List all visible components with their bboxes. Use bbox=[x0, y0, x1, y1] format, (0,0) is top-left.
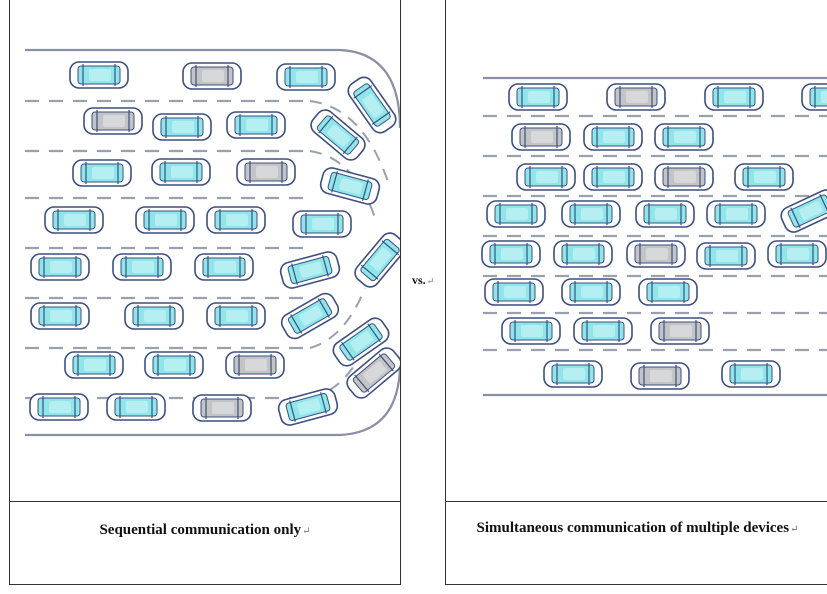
car-cyan-icon bbox=[106, 393, 166, 421]
car-cyan-icon bbox=[206, 302, 266, 330]
car-cyan-icon bbox=[501, 317, 561, 345]
car-cyan-icon bbox=[780, 189, 827, 233]
car-gray-icon bbox=[182, 62, 242, 90]
car-cyan-icon bbox=[112, 253, 172, 281]
car-cyan-icon bbox=[696, 242, 756, 270]
car-cyan-icon bbox=[30, 253, 90, 281]
car-cyan-icon bbox=[767, 240, 827, 268]
car-cyan-icon bbox=[801, 83, 827, 111]
car-gray-icon bbox=[225, 351, 285, 379]
car-gray-icon bbox=[606, 83, 666, 111]
car-cyan-icon bbox=[69, 61, 129, 89]
car-cyan-icon bbox=[292, 210, 352, 238]
car-gray-icon bbox=[192, 394, 252, 422]
car-gray-icon bbox=[346, 347, 400, 399]
car-cyan-icon bbox=[486, 200, 546, 228]
car-cyan-icon bbox=[516, 163, 576, 191]
caption-simultaneous: Simultaneous communication of multiple d… bbox=[476, 520, 799, 536]
car-cyan-icon bbox=[226, 111, 286, 139]
caption-sequential-text: Sequential communication only bbox=[99, 522, 302, 538]
car-cyan-icon bbox=[319, 167, 381, 205]
car-gray-icon bbox=[630, 362, 690, 390]
caption-simultaneous-text: Simultaneous communication of multiple d… bbox=[476, 520, 790, 536]
car-gray-icon bbox=[654, 163, 714, 191]
vs-text: vs. bbox=[412, 273, 426, 287]
car-gray-icon bbox=[236, 158, 296, 186]
car-cyan-icon bbox=[704, 83, 764, 111]
car-cyan-icon bbox=[44, 206, 104, 234]
car-cyan-icon bbox=[638, 278, 698, 306]
road-bottom-edge bbox=[25, 362, 400, 437]
car-gray-icon bbox=[511, 123, 571, 151]
road-top-edge bbox=[25, 48, 400, 129]
car-cyan-icon bbox=[64, 351, 124, 379]
right-panel: Simultaneous communication of multiple d… bbox=[445, 0, 827, 585]
car-cyan-icon bbox=[543, 360, 603, 388]
car-cyan-icon bbox=[583, 123, 643, 151]
car-cyan-icon bbox=[135, 206, 195, 234]
car-cyan-icon bbox=[573, 317, 633, 345]
car-cyan-icon bbox=[635, 200, 695, 228]
merge-lane-marking bbox=[309, 100, 391, 189]
car-cyan-icon bbox=[354, 232, 400, 288]
car-cyan-icon bbox=[734, 163, 794, 191]
car-cyan-icon bbox=[347, 76, 397, 134]
car-cyan-icon bbox=[508, 83, 568, 111]
caption-sequential: Sequential communication only↵ bbox=[99, 522, 311, 538]
car-cyan-icon bbox=[194, 253, 254, 281]
car-cyan-icon bbox=[30, 302, 90, 330]
car-gray-icon bbox=[626, 240, 686, 268]
car-cyan-icon bbox=[721, 360, 781, 388]
car-cyan-icon bbox=[553, 240, 613, 268]
car-cyan-icon bbox=[583, 163, 643, 191]
car-cyan-icon bbox=[29, 393, 89, 421]
car-cyan-icon bbox=[484, 278, 544, 306]
car-cyan-icon bbox=[654, 123, 714, 151]
car-gray-icon bbox=[650, 317, 710, 345]
car-cyan-icon bbox=[279, 251, 341, 289]
car-cyan-icon bbox=[206, 206, 266, 234]
car-cyan-icon bbox=[561, 278, 621, 306]
car-cyan-icon bbox=[277, 388, 339, 426]
left-panel: Sequential communication only↵ bbox=[9, 0, 401, 585]
car-cyan-icon bbox=[481, 240, 541, 268]
car-cyan-icon bbox=[310, 109, 366, 161]
car-cyan-icon bbox=[144, 351, 204, 379]
car-cyan-icon bbox=[332, 317, 390, 367]
car-cyan-icon bbox=[561, 200, 621, 228]
merge-lane-marking bbox=[309, 150, 376, 219]
car-cyan-icon bbox=[124, 302, 184, 330]
car-cyan-icon bbox=[276, 63, 336, 91]
merge-lane-marking bbox=[309, 287, 366, 349]
car-cyan-icon bbox=[706, 200, 766, 228]
simultaneous-traffic-illustration bbox=[481, 76, 827, 397]
vs-label: vs.↵ bbox=[412, 273, 435, 287]
car-cyan-icon bbox=[72, 159, 132, 187]
car-cyan-icon bbox=[152, 113, 212, 141]
car-cyan-icon bbox=[151, 158, 211, 186]
car-cyan-icon bbox=[280, 292, 340, 340]
right-caption-divider bbox=[446, 501, 827, 502]
left-caption-divider bbox=[10, 501, 400, 502]
sequential-traffic-illustration bbox=[25, 48, 400, 437]
car-gray-icon bbox=[83, 107, 143, 135]
